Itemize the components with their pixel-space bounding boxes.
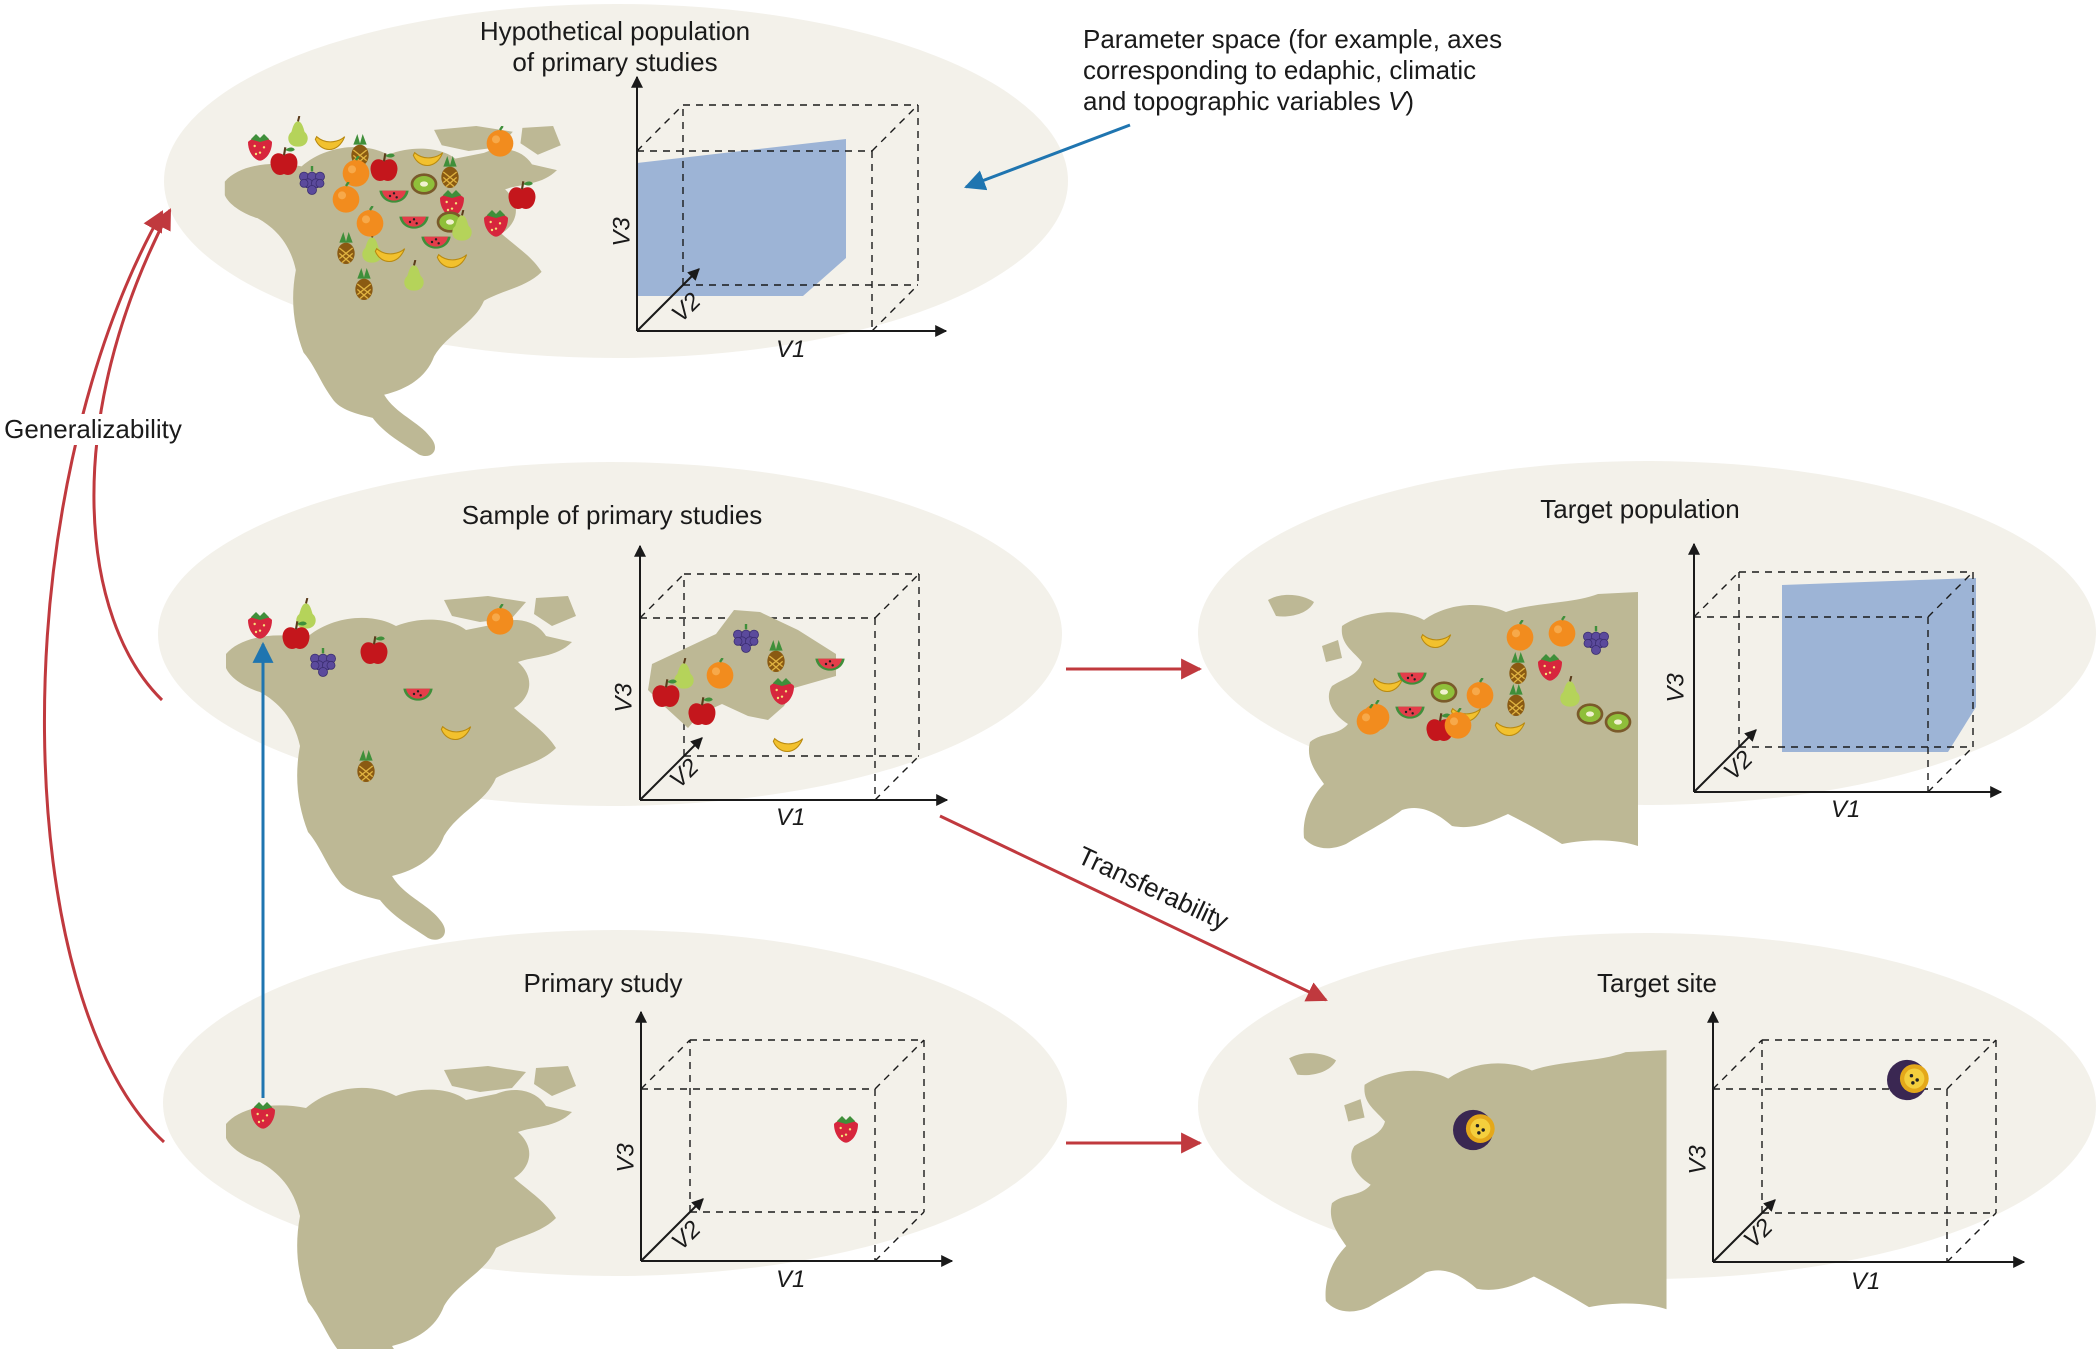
note-line-2: corresponding to edaphic, climatic: [1083, 55, 1477, 85]
arrow-generalizability-from-primary: [42, 210, 166, 1144]
axis-label-v3-target-population: V3: [1662, 673, 1690, 703]
axis-label-v1-target-site: V1: [1851, 1268, 1881, 1295]
label-hypothetical-population: Hypothetical population of primary studi…: [479, 16, 751, 77]
label-sample-of-primary-studies: Sample of primary studies: [461, 500, 763, 530]
axis-label-v3-sample: V3: [610, 683, 638, 713]
note-line-3-text: and topographic variables: [1083, 86, 1388, 116]
kiwi-icon: [410, 173, 438, 195]
axis-label-v1-target-population: V1: [1831, 796, 1861, 823]
note-line-3: and topographic variables V): [1083, 86, 1502, 117]
kiwi-icon: [1604, 711, 1632, 733]
box-target-site: [1707, 1010, 2026, 1268]
arrow-parameter-space-note: [964, 123, 1131, 191]
label-target-population: Target population: [1540, 494, 1740, 524]
arrows: [42, 123, 1328, 1154]
sample-region: [648, 610, 836, 728]
axis-label-v3-primary: V3: [612, 1143, 640, 1173]
kiwi-icon: [1576, 703, 1604, 725]
parameter-region: [1782, 578, 1976, 752]
arrow-transferability: [939, 814, 1328, 1002]
box-target-population: [1688, 542, 2003, 798]
axis-label-v3-target-site: V3: [1684, 1145, 1712, 1175]
label-primary-study: Primary study: [523, 968, 683, 998]
label-target-site: Target site: [1597, 968, 1717, 998]
box-hypothetical: [631, 75, 948, 337]
parameter-region: [637, 139, 846, 296]
map-europe-target-site: [1289, 1050, 1667, 1312]
note-variable-v: V: [1387, 86, 1406, 116]
label-parameter-space-note: Parameter space (for example, axes corre…: [1083, 24, 1502, 117]
axis-v2: [1693, 729, 1757, 793]
kiwi-icon: [1430, 681, 1458, 703]
axis-v2: [640, 1198, 704, 1262]
map-north-america-primary: [226, 1066, 576, 1354]
axis-label-v1-sample: V1: [776, 804, 806, 831]
box-sample: [634, 544, 949, 806]
axis-v2: [636, 268, 700, 332]
label-generalizability: Generalizability: [0, 414, 186, 445]
axis-label-v3-hypothetical: V3: [608, 217, 636, 247]
note-line-1: Parameter space (for example, axes: [1083, 24, 1503, 54]
arrow-generalizability-from-sample: [92, 208, 172, 702]
parameter-space-boxes: [631, 75, 2026, 1268]
axis-label-v1-hypothetical: V1: [776, 336, 806, 363]
note-line-3-end: ): [1405, 86, 1414, 116]
map-north-america-sample: [226, 596, 576, 940]
box-primary: [635, 1010, 954, 1267]
axis-label-v1-primary: V1: [776, 1266, 806, 1293]
axis-v2: [639, 737, 703, 801]
axis-v2: [1712, 1199, 1776, 1263]
